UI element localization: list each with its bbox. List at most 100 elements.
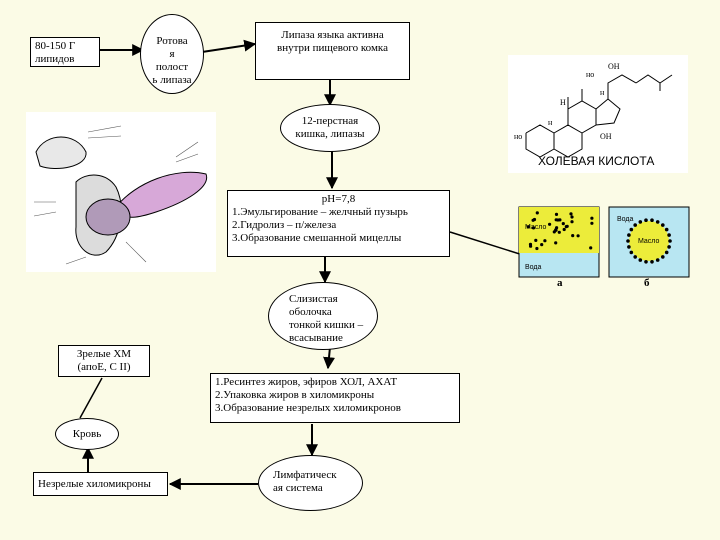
duodenum-ellipse: 12-перстная кишка, липазы bbox=[280, 104, 380, 152]
water-label-b: Вода bbox=[617, 216, 633, 223]
mature-chylomicrons-box: Зрелые ХМ (апоЕ, С II) bbox=[58, 345, 150, 377]
oral-line-4: ь липаза bbox=[152, 74, 192, 86]
emulsion-droplet bbox=[570, 220, 574, 224]
micelle-head bbox=[638, 220, 643, 224]
micelle-head bbox=[650, 218, 654, 222]
resynthesis-step-1: 1.Ресинтез жиров, эфиров ХОЛ, АХАТ bbox=[215, 376, 398, 388]
micelle-head bbox=[667, 233, 671, 237]
duodenum-line-1: 12-перстная bbox=[301, 115, 359, 127]
arrow-mucosa-to-resynthesis bbox=[323, 346, 335, 370]
mucosa-line-3: тонкой кишки – bbox=[289, 319, 364, 331]
atom-h-1: н bbox=[600, 88, 605, 97]
emulsion-drawing: Масло Вода Масло Вода bbox=[518, 206, 690, 278]
micelle-head bbox=[633, 255, 637, 259]
lymph-line-2: ая система bbox=[273, 482, 323, 494]
blood-ellipse: Кровь bbox=[55, 418, 119, 450]
emulsion-droplet bbox=[561, 222, 565, 226]
micelle-head bbox=[661, 223, 665, 227]
bile-acid-structure-drawing: но OH н H н но OH ХОЛЕВАЯ КИСЛОТА bbox=[514, 62, 673, 168]
micelle-head bbox=[638, 258, 643, 262]
digestive-organs-illustration bbox=[26, 112, 216, 272]
mature-line-1: Зрелые ХМ bbox=[76, 348, 132, 360]
resynthesis-step-3: 3.Образование незрелых хиломикронов bbox=[215, 402, 401, 414]
emulsion-droplet bbox=[590, 221, 594, 225]
oil-label-a: Масло bbox=[525, 224, 546, 231]
emulsion-droplet bbox=[529, 244, 533, 248]
micelle-head bbox=[629, 250, 634, 255]
lymph-system-ellipse: Лимфатическ ая система bbox=[258, 455, 363, 511]
emulsion-droplet bbox=[535, 211, 539, 215]
line-blood-to-mature bbox=[79, 377, 103, 419]
ph-title: pH=7,8 bbox=[321, 193, 356, 205]
micelle-head bbox=[667, 245, 671, 249]
micelle-head bbox=[668, 239, 672, 243]
emulsion-droplet bbox=[534, 238, 538, 242]
blood-label: Кровь bbox=[72, 428, 102, 440]
oral-line-2: я bbox=[169, 48, 175, 60]
ph-step-2: 2.Гидролиз – п/железа bbox=[232, 219, 337, 231]
atom-oh-bottom: OH bbox=[600, 132, 612, 141]
emulsion-droplet bbox=[532, 217, 537, 222]
resynthesis-box: 1.Ресинтез жиров, эфиров ХОЛ, АХАТ 2.Упа… bbox=[210, 373, 460, 423]
arrow-oral-to-tongue bbox=[201, 39, 257, 53]
panel-label-a: а bbox=[557, 277, 563, 289]
lymph-line-1: Лимфатическ bbox=[273, 469, 337, 481]
atom-ho-bottom: но bbox=[514, 132, 522, 141]
water-label-a: Вода bbox=[525, 264, 541, 271]
lipids-amount-line-2: липидов bbox=[35, 53, 75, 65]
tongue-lipase-box: Липаза языка активна внутри пищевого ком… bbox=[255, 22, 410, 80]
pancreas-drawing bbox=[33, 125, 208, 265]
micelle-head bbox=[664, 250, 669, 255]
micelle-head bbox=[629, 227, 634, 232]
emulsion-droplet bbox=[557, 230, 561, 234]
oral-line-1: Ротова bbox=[156, 35, 188, 47]
emulsion-micelle-figure: Масло Вода Масло Вода а б bbox=[517, 205, 692, 295]
emulsion-droplet bbox=[543, 239, 547, 243]
emulsion-droplet bbox=[590, 216, 594, 220]
micelle-head bbox=[626, 239, 630, 243]
mucosa-line-1: Слизистая bbox=[289, 293, 338, 305]
emulsion-droplet bbox=[526, 225, 530, 229]
emulsion-droplet bbox=[571, 234, 575, 238]
micelle-head bbox=[661, 255, 665, 259]
mucosa-ellipse: Слизистая оболочка тонкой кишки – всасыв… bbox=[268, 282, 378, 350]
bile-acid-caption: ХОЛЕВАЯ КИСЛОТА bbox=[538, 154, 654, 168]
emulsion-droplet bbox=[548, 222, 552, 226]
ph-step-3: 3.Образование смешанной мицеллы bbox=[232, 232, 402, 244]
atom-ho-top: но bbox=[586, 70, 594, 79]
duodenum-line-2: кишка, липазы bbox=[295, 128, 365, 140]
emulsion-droplet bbox=[531, 226, 536, 230]
emulsion-droplet bbox=[565, 224, 569, 228]
atom-h-2: H bbox=[560, 98, 566, 107]
emulsion-droplet bbox=[576, 234, 580, 238]
emulsion-droplet bbox=[556, 218, 560, 222]
panel-label-b: б bbox=[644, 277, 650, 289]
emulsion-droplet bbox=[569, 212, 573, 216]
bile-acid-figure: но OH н H н но OH ХОЛЕВАЯ КИСЛОТА bbox=[508, 55, 688, 173]
micelle-head bbox=[650, 260, 654, 264]
emulsion-droplet bbox=[555, 226, 559, 230]
oral-line-3: полост bbox=[155, 61, 189, 73]
mucosa-line-2: оболочка bbox=[289, 306, 332, 318]
emulsion-droplet bbox=[589, 246, 593, 250]
immature-label: Незрелые хиломикроны bbox=[38, 478, 151, 490]
micelle-head bbox=[644, 218, 648, 222]
micelle-head bbox=[655, 258, 660, 262]
micelle-head bbox=[627, 245, 631, 249]
immature-chylomicrons-box: Незрелые хиломикроны bbox=[33, 472, 168, 496]
lipids-amount-box: 80-150 Г липидов bbox=[30, 37, 100, 67]
emulsion-droplet bbox=[570, 215, 574, 219]
atom-h-3: н bbox=[548, 118, 553, 127]
emulsion-droplet bbox=[540, 243, 544, 247]
tongue-line-1: Липаза языка активна bbox=[281, 29, 384, 41]
ph-stage-box: pH=7,8 1.Эмульгирование – желчный пузырь… bbox=[227, 190, 450, 257]
mucosa-line-4: всасывание bbox=[289, 332, 343, 344]
resynthesis-step-2: 2.Упаковка жиров в хиломикроны bbox=[215, 389, 375, 401]
micelle-head bbox=[627, 233, 631, 237]
emulsion-droplet bbox=[554, 212, 559, 216]
micelle-head bbox=[664, 227, 669, 232]
micelle-head bbox=[655, 220, 660, 224]
oral-cavity-lipase-ellipse: Ротова я полост ь липаза bbox=[140, 14, 204, 94]
micelle-head bbox=[644, 260, 648, 264]
